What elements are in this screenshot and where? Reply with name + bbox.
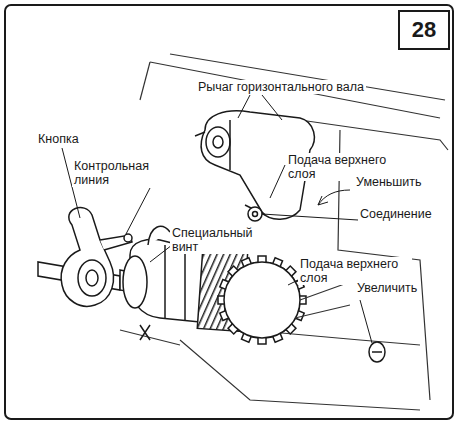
horizontal-shaft-lever [195, 132, 205, 136]
knob [61, 208, 132, 307]
machine-body [150, 62, 440, 118]
part-label: Специальный винт [170, 226, 264, 254]
machine-body [300, 120, 448, 150]
machine-body [170, 54, 445, 100]
cylinder-cam [184, 250, 186, 320]
horizontal-shaft-lever [213, 136, 223, 148]
leader-line [360, 300, 372, 343]
machine-body [120, 330, 180, 345]
figure-number-box: 28 [398, 10, 450, 50]
machine-body [180, 340, 420, 410]
horizontal-shaft-lever [248, 207, 262, 221]
cylinder-cam [148, 226, 170, 245]
leader-line [126, 188, 150, 234]
cylinder-cam [140, 325, 150, 340]
gear [224, 262, 300, 338]
frame [5, 5, 453, 419]
screw [369, 342, 385, 362]
part-label: Увеличить [355, 281, 419, 295]
leader-line [238, 95, 282, 120]
knob [124, 234, 132, 242]
leader-line [62, 95, 372, 343]
screw [372, 351, 382, 353]
screw [369, 342, 385, 362]
leader-line [270, 165, 285, 198]
cylinder-cam [123, 256, 147, 308]
gear [197, 249, 306, 344]
knob [86, 270, 98, 286]
part-label: Кнопка [36, 132, 81, 146]
gear [218, 256, 306, 344]
part-label: Рычаг горизонтального вала [196, 80, 366, 94]
gear [224, 262, 300, 338]
machine-body [140, 62, 150, 100]
part-label: Уменьшить [354, 175, 424, 189]
horizontal-shaft-lever [253, 212, 258, 217]
leader-line [262, 214, 358, 220]
knob [61, 208, 113, 307]
part-label: Соединение [358, 207, 434, 221]
figure-number: 28 [412, 17, 436, 43]
leader-line [318, 190, 350, 205]
leader-line [288, 280, 298, 285]
knob [100, 235, 132, 250]
part-label: Контрольная линия [72, 159, 168, 187]
knob [78, 260, 106, 296]
horizontal-shaft-lever [229, 120, 231, 170]
horizontal-shaft-lever [206, 127, 230, 157]
machine-body [120, 54, 448, 410]
leader-line [318, 196, 328, 205]
frame [5, 5, 453, 419]
cylinder-cam [164, 245, 166, 318]
